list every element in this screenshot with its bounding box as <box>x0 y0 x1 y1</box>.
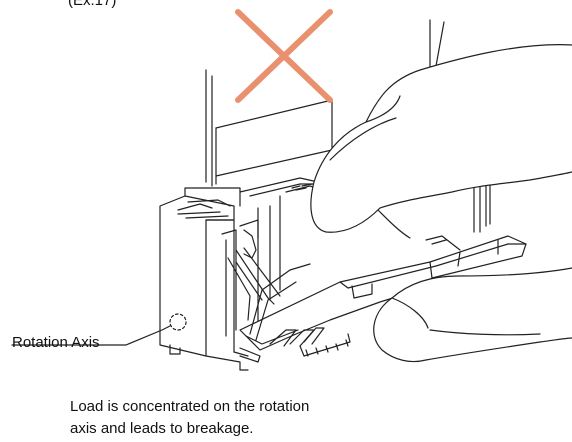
lever-actuator <box>239 235 527 363</box>
lever-arms <box>227 247 281 321</box>
note-line-2: axis and leads to breakage. <box>70 420 254 437</box>
example-label: (Ex.17) <box>68 0 117 9</box>
breakage-note: Load is concentrated on the rotation axi… <box>70 396 309 440</box>
axis-leader-line <box>125 325 171 346</box>
connector-housing <box>159 187 259 371</box>
lower-finger <box>373 267 572 363</box>
upper-finger <box>310 44 572 239</box>
rotation-axis-marker-icon <box>169 313 187 331</box>
x-mark-icon <box>235 9 333 103</box>
pull-tape <box>205 69 333 187</box>
note-line-1: Load is concentrated on the rotation <box>70 398 310 415</box>
rotation-axis-label: Rotation Axis <box>12 334 100 351</box>
